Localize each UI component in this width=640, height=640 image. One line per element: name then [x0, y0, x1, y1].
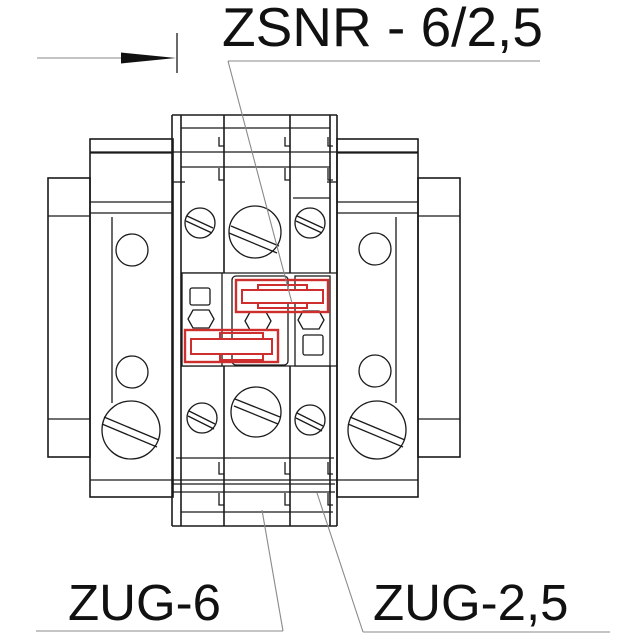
- right-end-plate: [417, 177, 461, 458]
- screw-terminal: [228, 205, 282, 259]
- wire-hole: [115, 233, 149, 267]
- screw-terminal: [184, 207, 216, 239]
- jumper-highlight-lower: [183, 328, 280, 364]
- partition-tabs-top: [218, 137, 333, 181]
- label-zug6: ZUG-6: [68, 574, 221, 631]
- label-zug25: ZUG-2,5: [373, 574, 569, 631]
- screw-terminal: [294, 207, 326, 239]
- center-terminal-strip: [171, 114, 338, 527]
- assembly-bands: [90, 151, 418, 481]
- leader-line-zug6: [36, 509, 284, 632]
- leader-line-zsnr: [227, 60, 540, 304]
- screw-terminal: [294, 404, 326, 436]
- right-terminal-block: [336, 138, 419, 498]
- left-end-plate: [47, 177, 91, 458]
- screw-terminal: [101, 400, 161, 460]
- screw-terminal: [347, 400, 407, 460]
- screw-terminal: [186, 402, 218, 434]
- label-zsnr: ZSNR - 6/2,5: [222, 0, 543, 58]
- direction-arrow-icon: [37, 33, 178, 73]
- clamp-nut: [187, 309, 215, 329]
- wire-hole: [358, 232, 392, 266]
- clamp-nut: [297, 310, 325, 330]
- wire-hole: [115, 355, 149, 389]
- jumper-highlight-upper: [234, 278, 330, 314]
- jumper-slot: [189, 287, 211, 306]
- screw-terminal: [230, 386, 282, 438]
- partition-tabs-bottom: [218, 462, 333, 506]
- wire-hole: [358, 354, 392, 388]
- left-terminal-block: [89, 138, 174, 498]
- jumper-slot: [302, 334, 324, 356]
- clamp-nut: [244, 311, 272, 331]
- leader-line-zug25: [316, 492, 610, 633]
